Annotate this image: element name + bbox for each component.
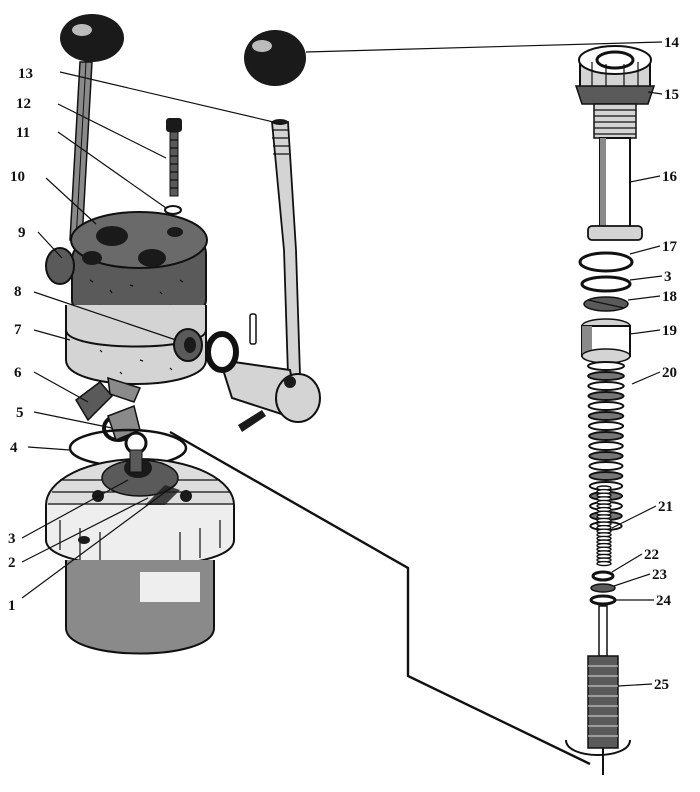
nut-15: [574, 45, 656, 105]
spring-coil: [588, 431, 624, 441]
spring-coil: [588, 471, 624, 481]
callout-2: 2: [8, 555, 16, 571]
washer-18: [583, 296, 629, 312]
callout-20: 20: [662, 365, 677, 381]
side-boss-9: [45, 247, 75, 285]
ball-knob-14: [244, 30, 306, 86]
washer-11: [164, 205, 182, 215]
spring-coil: [587, 391, 625, 401]
callout-17: 17: [662, 239, 678, 255]
callout-15: 15: [664, 87, 679, 103]
spring-pin-diag: [238, 410, 266, 432]
ring-17: [578, 251, 634, 273]
spring-coil: [587, 371, 625, 381]
callout-22: 22: [644, 547, 659, 563]
callout-3-right: 3: [664, 269, 672, 285]
ring-23: [590, 583, 616, 593]
callout-8: 8: [14, 284, 22, 300]
spring-coil: [587, 411, 625, 421]
callout-18: 18: [662, 289, 677, 305]
cylinder-body-1: [65, 536, 215, 655]
plunger-25: [565, 605, 631, 775]
spring-coil: [588, 461, 624, 471]
rod-21: [596, 485, 612, 567]
callout-6: 6: [14, 365, 22, 381]
callout-9: 9: [18, 225, 26, 241]
bushing-19: [581, 318, 631, 364]
callout-1: 1: [8, 598, 16, 614]
callout-11: 11: [16, 125, 30, 141]
spring-coil: [588, 441, 624, 451]
spring-coil: [587, 381, 625, 391]
callout-3-left: 3: [8, 531, 16, 547]
lever-rod-13: [271, 119, 301, 376]
callout-7: 7: [14, 322, 22, 338]
ring-22: [591, 570, 615, 582]
callout-5: 5: [16, 405, 24, 421]
callout-10: 10: [10, 169, 25, 185]
callout-24: 24: [656, 593, 672, 609]
screw-12: [166, 118, 182, 197]
spring-coil: [588, 451, 624, 461]
spring-coil: [587, 401, 625, 411]
rod-coil: [596, 560, 612, 567]
lever-eye-arm: [205, 331, 321, 423]
callout-21: 21: [658, 499, 673, 515]
housing-body-7-8: [65, 305, 207, 385]
callout-4: 4: [10, 440, 18, 456]
leader-lines: [21, 41, 663, 687]
clip-6: [75, 376, 142, 422]
routing-line: [169, 430, 591, 766]
callout-19: 19: [662, 323, 677, 339]
ring-3b: [580, 275, 632, 293]
callout-16: 16: [662, 169, 678, 185]
callout-13: 13: [18, 66, 33, 82]
pin-small: [249, 313, 257, 345]
lever-handle-left: [60, 14, 124, 241]
spring-coil: [587, 421, 625, 431]
tube-16: [587, 103, 643, 241]
spring-coil: [587, 361, 625, 371]
callout-labels: 13 12 11 10 9 8 7 6 5 4 3 2 1 14 15 16 1…: [8, 35, 680, 693]
callout-23: 23: [652, 567, 667, 583]
callout-12: 12: [16, 96, 31, 112]
callout-25: 25: [654, 677, 669, 693]
callout-14: 14: [664, 35, 680, 51]
ring-24: [589, 594, 617, 606]
